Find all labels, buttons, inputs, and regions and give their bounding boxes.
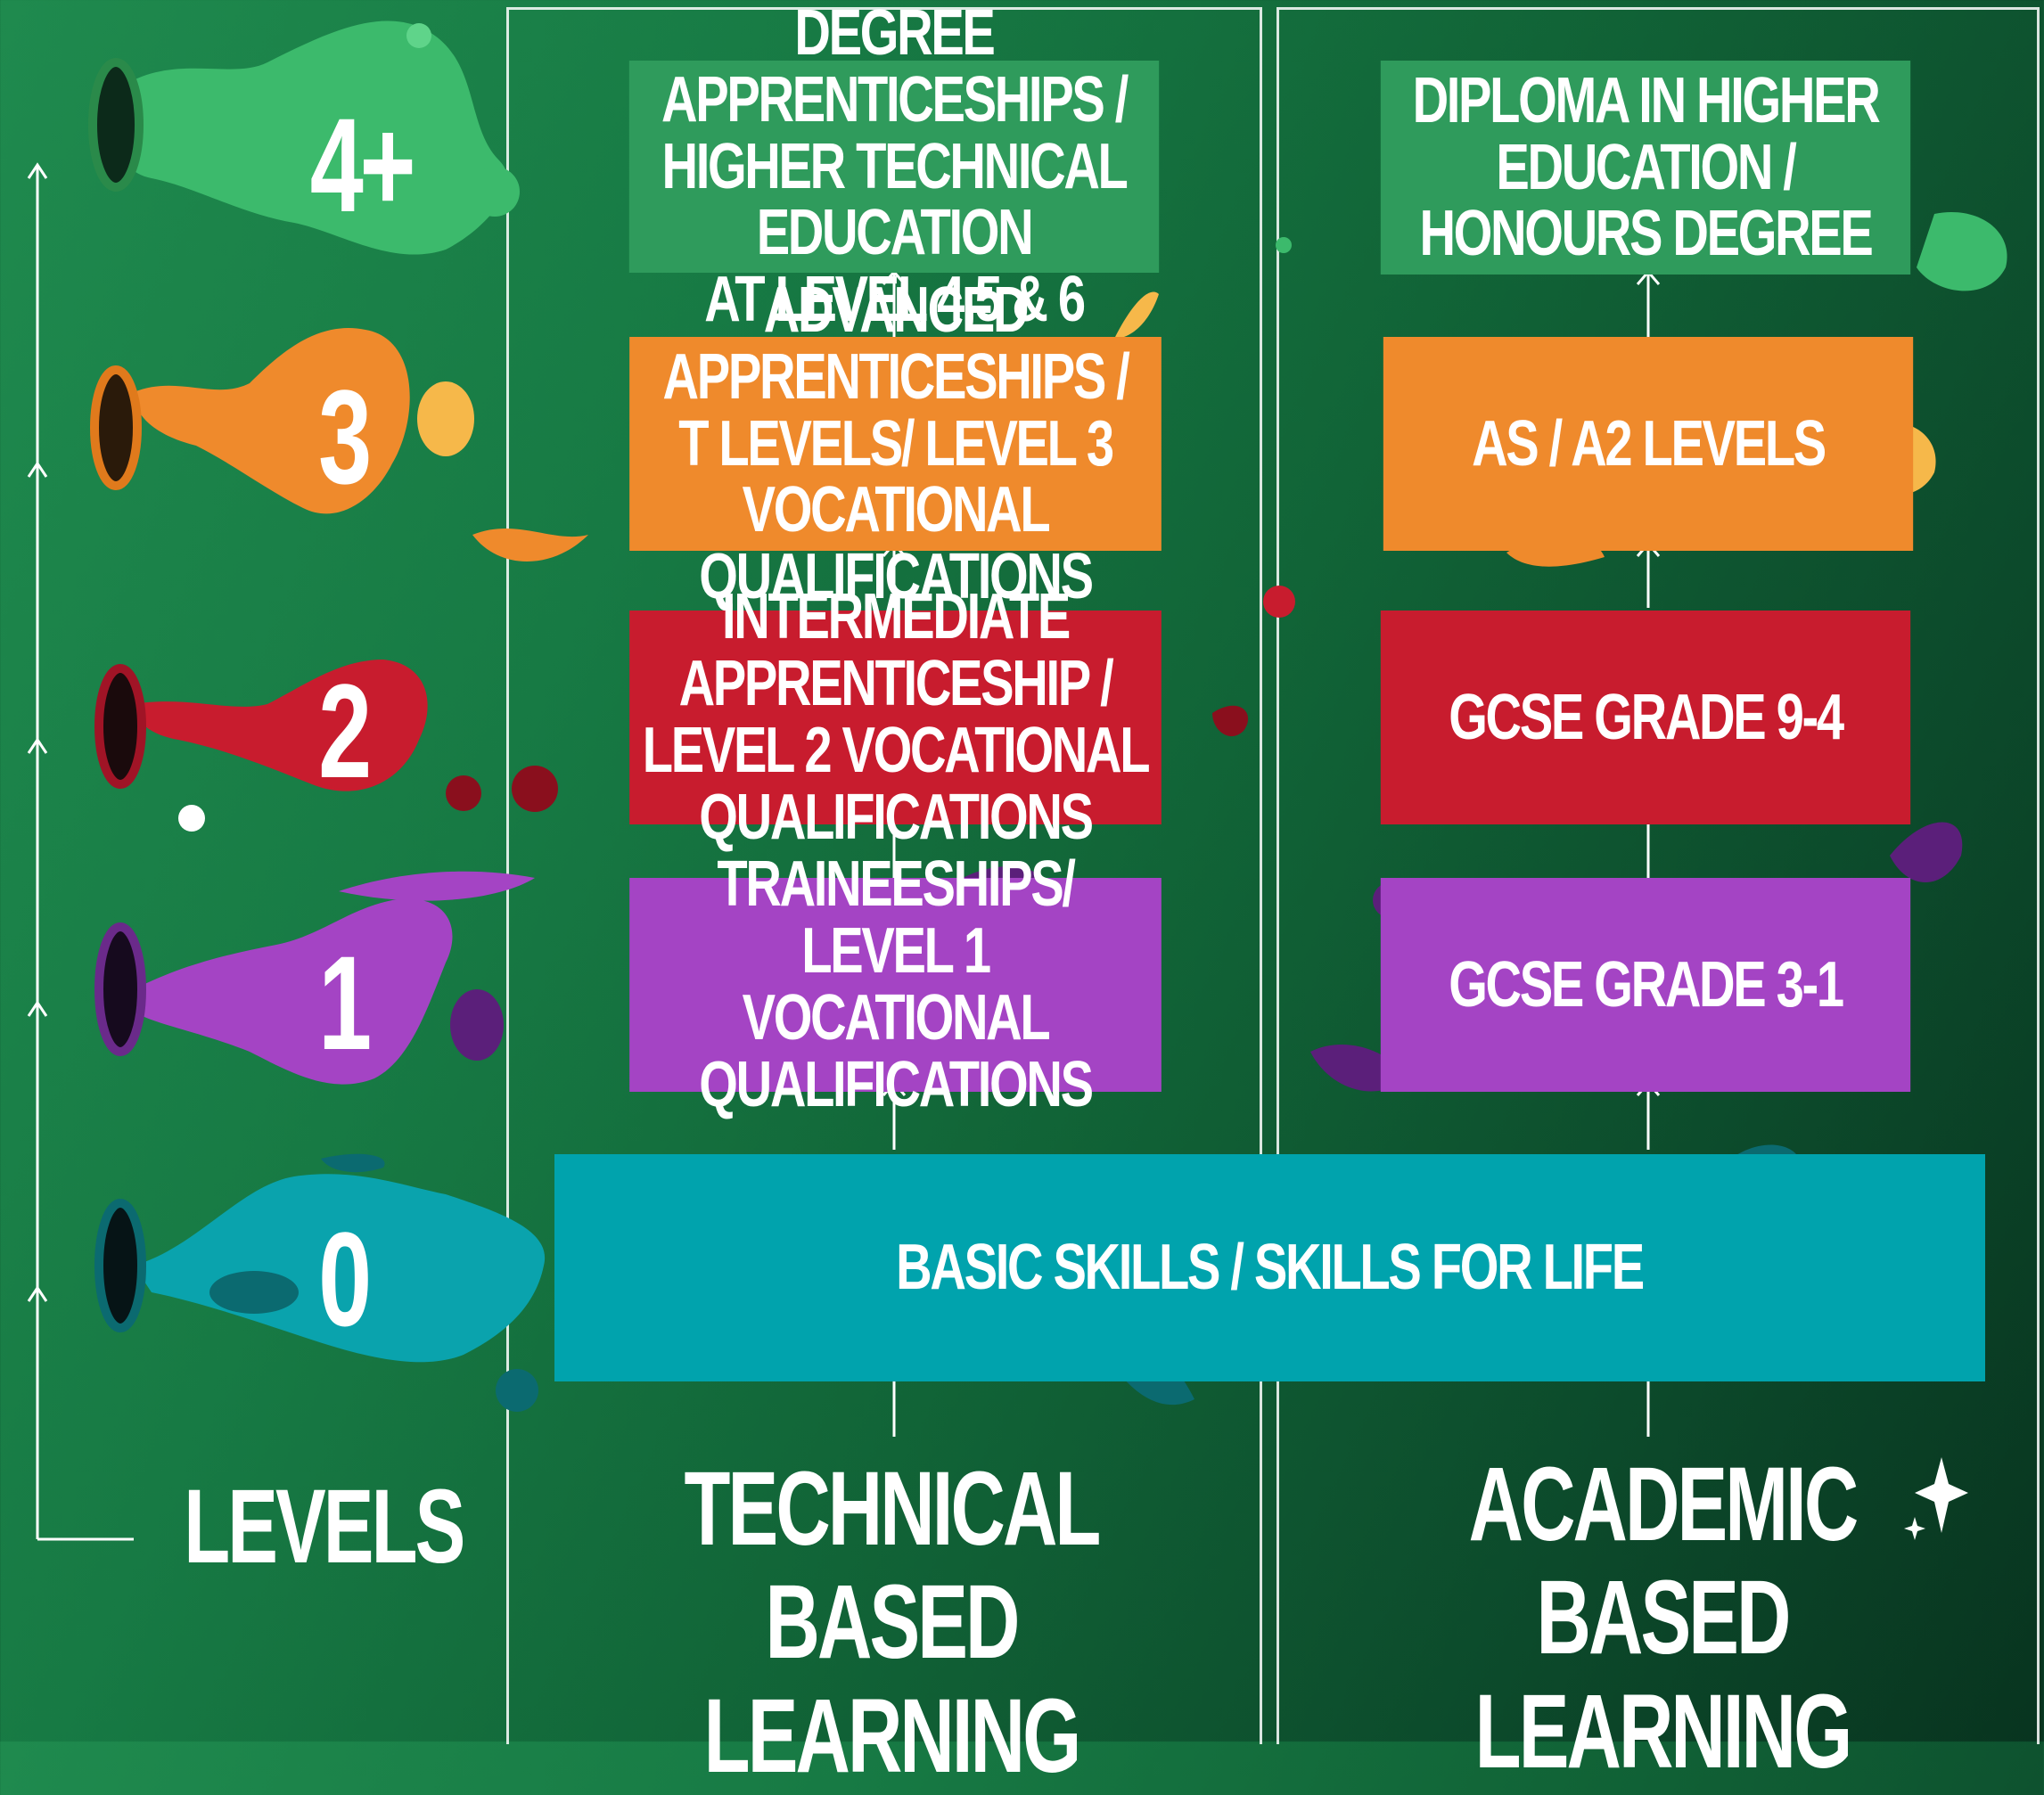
sparkle-icon: [1904, 1457, 1968, 1540]
levels-axis-arrow-icon: [27, 162, 134, 1541]
academic-level-1-text: GCSE GRADE 3-1: [1449, 948, 1844, 1020]
shared-level-0-box: BASIC SKILLS / SKILLS FOR LIFE: [554, 1154, 1985, 1381]
level-number-4plus: 4+: [309, 89, 416, 240]
level-2-splash-icon: [94, 586, 1295, 832]
technical-level-3-box: ADVANCED APPRENTICESHIPS / T LEVELS/ LEV…: [629, 276, 1162, 611]
levels-label: LEVELS: [184, 1468, 465, 1586]
level-number-1: 1: [318, 927, 372, 1078]
academic-level-1-box: GCSE GRADE 3-1: [1380, 878, 1911, 1092]
academic-level-3-text: AS / A2 LEVELS: [1472, 407, 1826, 479]
technical-column-title: TECHNICAL BASED LEARNING: [684, 1450, 1102, 1795]
shared-level-0-text: BASIC SKILLS / SKILLS FOR LIFE: [896, 1232, 1646, 1304]
technical-level-2-box: INTERMEDIATE APPRENTICESHIP / LEVEL 2 VO…: [629, 584, 1162, 850]
technical-level-4-text: DEGREE APPRENTICESHIPS / HIGHER TECHNICA…: [661, 0, 1129, 336]
technical-level-2-text: INTERMEDIATE APPRENTICESHIP / LEVEL 2 VO…: [642, 581, 1151, 853]
technical-level-1-text: TRAINEESHIPS/ LEVEL 1 VOCATIONAL QUALIFI…: [699, 848, 1094, 1120]
level-number-2: 2: [318, 655, 372, 806]
academic-level-3-box: AS / A2 LEVELS: [1383, 337, 1914, 551]
academic-column-frame: [1276, 7, 2040, 1744]
level-number-3: 3: [318, 361, 372, 512]
technical-level-3-text: ADVANCED APPRENTICESHIPS / T LEVELS/ LEV…: [662, 274, 1130, 613]
academic-level-2-box: GCSE GRADE 9-4: [1380, 611, 1911, 824]
technical-level-4-box: DEGREE APPRENTICESHIPS / HIGHER TECHNICA…: [628, 0, 1160, 333]
academic-level-2-text: GCSE GRADE 9-4: [1449, 681, 1844, 753]
academic-column-title: ACADEMIC BASED LEARNING: [1468, 1446, 1859, 1791]
level-4-splash-icon: [88, 20, 2007, 291]
academic-level-4-box: DIPLOMA IN HIGHER EDUCATION / HONOURS DE…: [1380, 61, 1911, 275]
level-number-0: 0: [318, 1203, 372, 1354]
academic-level-4-text: DIPLOMA IN HIGHER EDUCATION / HONOURS DE…: [1412, 64, 1881, 270]
technical-level-1-box: TRAINEESHIPS/ LEVEL 1 VOCATIONAL QUALIFI…: [629, 851, 1162, 1118]
